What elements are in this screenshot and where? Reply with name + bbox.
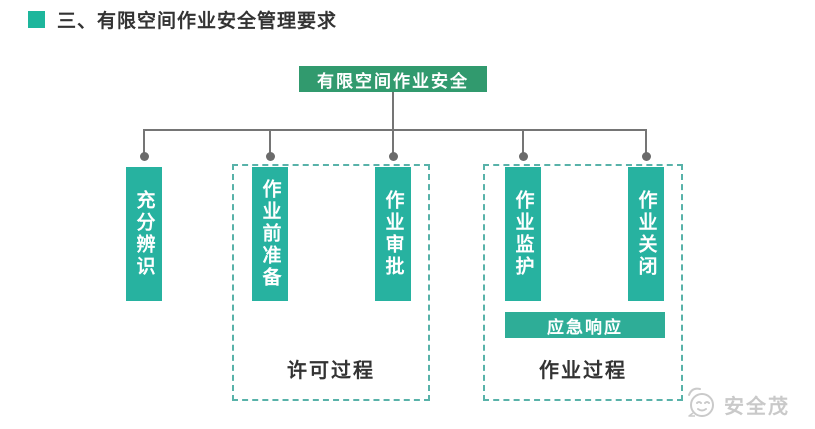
permit-process-label: 许可过程: [287, 360, 375, 382]
connector-drop-3: [392, 130, 394, 156]
brand-watermark: 安全茂: [682, 383, 790, 426]
step-approval-box: 作业审批: [375, 167, 411, 301]
header: 三、有限空间作业安全管理要求: [28, 6, 337, 33]
step-preparation-box: 作业前准备: [252, 167, 288, 301]
connector-dot-5: [642, 152, 651, 161]
connector-dot-2: [266, 152, 275, 161]
page-title: 三、有限空间作业安全管理要求: [57, 11, 338, 32]
step-identify-box: 充分辨识: [126, 167, 162, 301]
connector-dot-1: [140, 152, 149, 161]
connector-stem: [392, 92, 394, 130]
step-closure-box: 作业关闭: [628, 167, 664, 301]
mascot-face-icon: [682, 383, 720, 426]
connector-dot-3: [389, 152, 398, 161]
connector-dot-4: [519, 152, 528, 161]
emergency-response-bar: 应急响应: [505, 312, 665, 338]
root-node: 有限空间作业安全: [299, 66, 487, 92]
brand-name: 安全茂: [724, 396, 790, 418]
connector-drop-4: [522, 130, 524, 156]
permit-process-group: 许可过程: [232, 164, 430, 401]
connector-drop-1: [143, 130, 145, 156]
title-bullet-square: [28, 11, 45, 28]
operation-process-label: 作业过程: [539, 360, 627, 382]
step-supervision-box: 作业监护: [505, 167, 541, 301]
connector-drop-5: [645, 130, 647, 156]
connector-horizontal: [143, 129, 647, 131]
operation-process-group: 作业过程: [483, 164, 683, 401]
connector-drop-2: [269, 130, 271, 156]
